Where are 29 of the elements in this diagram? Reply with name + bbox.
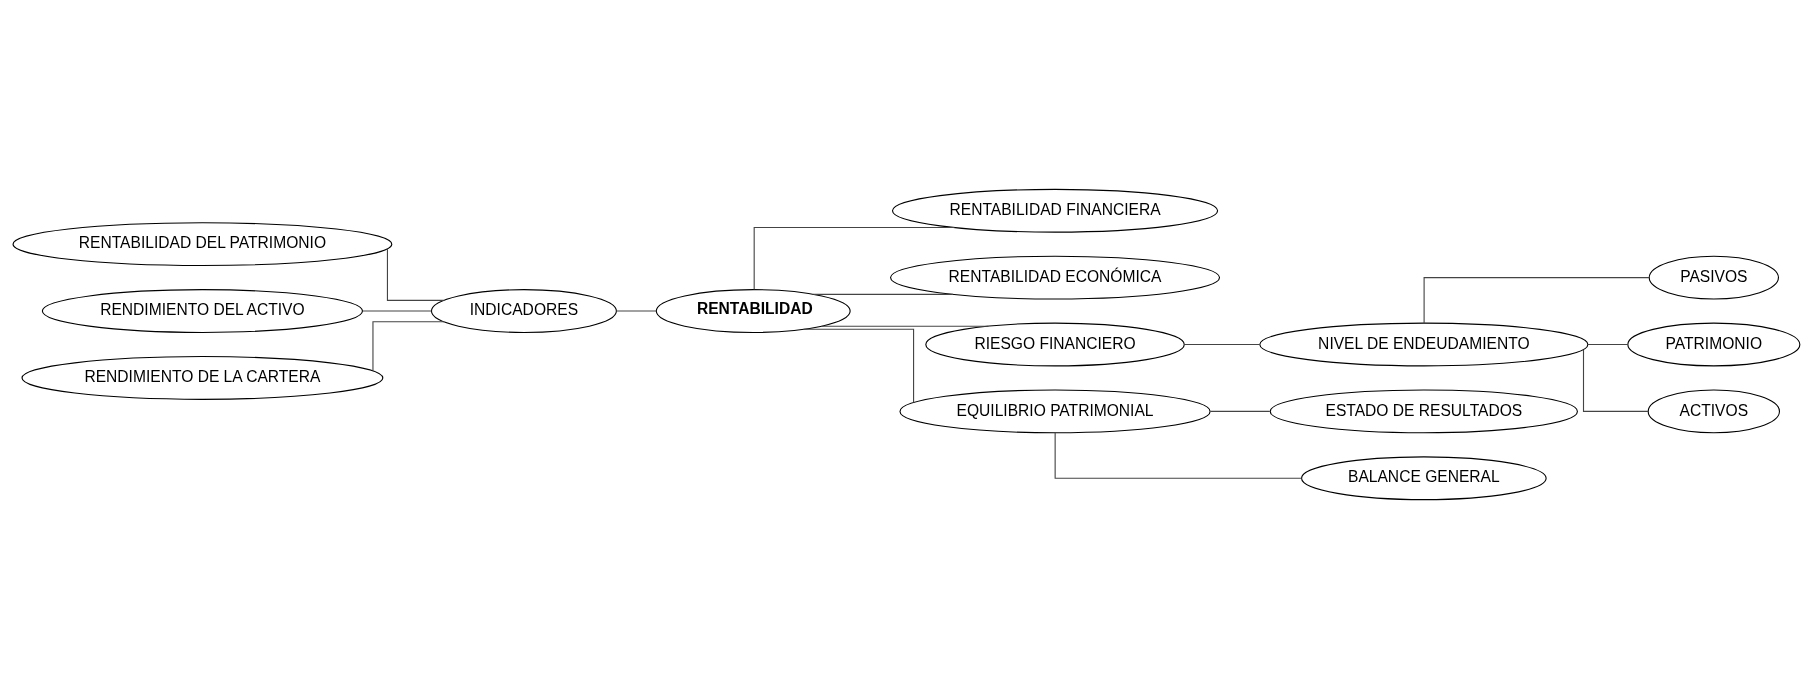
node-ellipse: RENDIMIENTO DEL ACTIVO [41, 289, 364, 333]
connector [1423, 277, 1650, 324]
node-ellipse: ACTIVOS [1647, 389, 1780, 434]
node-ellipse: PATRIMONIO [1627, 322, 1801, 367]
connector [802, 328, 915, 404]
connector [386, 248, 445, 301]
node-ellipse: RIESGO FINANCIERO [925, 322, 1185, 367]
node-ellipse: RENDIMIENTO DE LA CARTERA [21, 356, 384, 400]
node-ellipse: NIVEL DE ENDEUDAMIENTO [1259, 322, 1589, 367]
node-ellipse: RENTABILIDAD ECONÓMICA [890, 255, 1221, 300]
connector [362, 310, 433, 312]
connector [1184, 343, 1261, 346]
node-ellipse: PASIVOS [1648, 255, 1779, 300]
connector [1587, 343, 1629, 346]
node-ellipse: RENTABILIDAD FINANCIERA [891, 188, 1219, 233]
node-ellipse: EQUILIBRIO PATRIMONIAL [899, 389, 1211, 434]
node-ellipse: RENTABILIDAD [655, 289, 851, 333]
connector [1582, 349, 1649, 412]
connector [372, 321, 445, 372]
connector [615, 310, 657, 312]
connector [753, 226, 955, 291]
connector [820, 325, 989, 327]
connector [812, 293, 954, 295]
connector [1209, 410, 1271, 412]
node-ellipse: RENTABILIDAD DEL PATRIMONIO [12, 222, 393, 267]
node-ellipse: INDICADORES [430, 289, 617, 333]
node-ellipse: ESTADO DE RESULTADOS [1269, 389, 1578, 434]
node-ellipse: BALANCE GENERAL [1301, 456, 1547, 501]
connector [1054, 432, 1303, 479]
